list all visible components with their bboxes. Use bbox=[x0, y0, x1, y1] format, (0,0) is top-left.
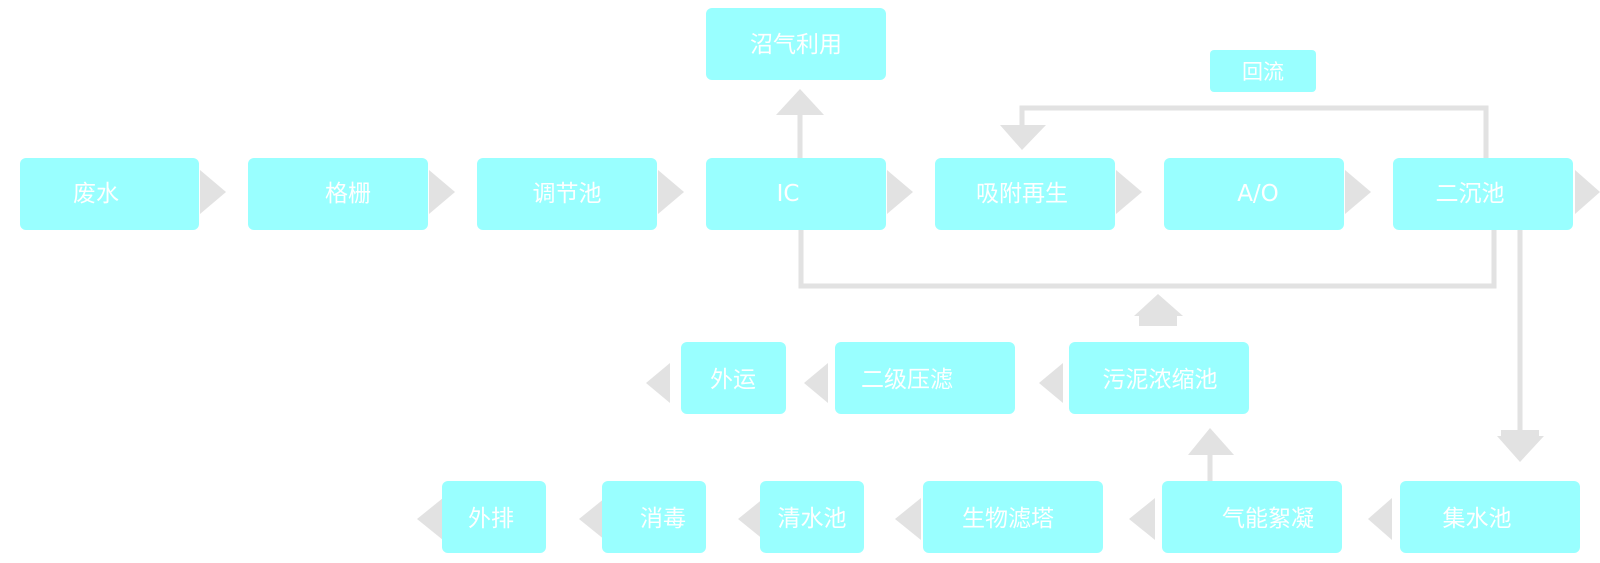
node-haul-away: 外运 bbox=[681, 342, 786, 414]
arrow-right bbox=[429, 170, 455, 214]
arrow-down-reflux bbox=[1000, 125, 1046, 150]
node-biogas-utilization: 沼气利用 bbox=[706, 8, 886, 80]
node-label: 调节池 bbox=[533, 181, 602, 207]
node-label: IC bbox=[777, 181, 800, 207]
node-clear-water-tank: 清水池 bbox=[760, 481, 864, 553]
arrow-up-thickener-stem bbox=[1139, 314, 1177, 326]
node-sludge-thickener: 污泥浓缩池 bbox=[1069, 342, 1249, 414]
node-label: 二沉池 bbox=[1436, 181, 1505, 207]
arrow-left bbox=[895, 498, 921, 540]
arrow-right bbox=[1345, 170, 1371, 214]
node-collection-tank: 集水池 bbox=[1400, 481, 1580, 553]
node-discharge: 外排 bbox=[442, 481, 546, 553]
node-wastewater: 废水 bbox=[20, 158, 199, 230]
node-label: 吸附再生 bbox=[976, 181, 1068, 207]
connector-reflux-loop bbox=[1019, 105, 1489, 158]
arrow-up-biogas bbox=[776, 89, 824, 115]
arrow-left bbox=[738, 498, 764, 540]
node-label: 废水 bbox=[73, 181, 119, 207]
node-label: 格栅 bbox=[325, 181, 371, 207]
node-label: 二级压滤 bbox=[861, 367, 953, 393]
arrow-right bbox=[1575, 170, 1600, 214]
arrow-left bbox=[1129, 498, 1155, 540]
node-ao: A/O bbox=[1164, 158, 1344, 230]
node-secondary-press-filter: 二级压滤 bbox=[835, 342, 1015, 414]
node-label: 外排 bbox=[468, 506, 514, 532]
node-label: 清水池 bbox=[778, 506, 847, 532]
arrow-right bbox=[200, 170, 226, 214]
arrow-right bbox=[658, 170, 684, 214]
arrow-left bbox=[1039, 363, 1063, 403]
arrow-up-flocculation bbox=[1188, 428, 1234, 455]
node-label: 生物滤塔 bbox=[962, 506, 1054, 532]
node-equalization-tank: 调节池 bbox=[477, 158, 657, 230]
connector-sludge-return bbox=[798, 230, 1497, 289]
node-label: 沼气利用 bbox=[750, 32, 842, 58]
arrow-left bbox=[804, 363, 828, 403]
node-bio-filter-tower: 生物滤塔 bbox=[923, 481, 1103, 553]
arrow-right bbox=[887, 170, 913, 214]
tag-reflux: 回流 bbox=[1210, 50, 1316, 92]
arrow-left bbox=[1368, 498, 1392, 540]
node-secondary-clarifier: 二沉池 bbox=[1393, 158, 1573, 230]
node-adsorption-regeneration: 吸附再生 bbox=[935, 158, 1115, 230]
node-screen: 格栅 bbox=[248, 158, 428, 230]
arrow-down-collection-stem bbox=[1501, 430, 1539, 438]
node-ic: IC bbox=[706, 158, 886, 230]
node-label: 气能絮凝 bbox=[1222, 506, 1314, 532]
tag-label: 回流 bbox=[1242, 60, 1284, 84]
node-label: 集水池 bbox=[1443, 506, 1512, 532]
arrow-left bbox=[417, 498, 443, 540]
node-label: 污泥浓缩池 bbox=[1103, 367, 1218, 393]
node-air-flocculation: 气能絮凝 bbox=[1162, 481, 1342, 553]
node-label: 消毒 bbox=[640, 506, 686, 532]
arrow-right bbox=[1116, 170, 1142, 214]
arrow-up-thickener bbox=[1134, 294, 1183, 316]
node-label: A/O bbox=[1237, 181, 1279, 207]
arrow-left bbox=[646, 363, 670, 403]
node-disinfection: 消毒 bbox=[602, 481, 706, 553]
arrow-left bbox=[579, 498, 605, 540]
arrow-down-collection bbox=[1497, 436, 1544, 462]
node-label: 外运 bbox=[710, 367, 756, 393]
